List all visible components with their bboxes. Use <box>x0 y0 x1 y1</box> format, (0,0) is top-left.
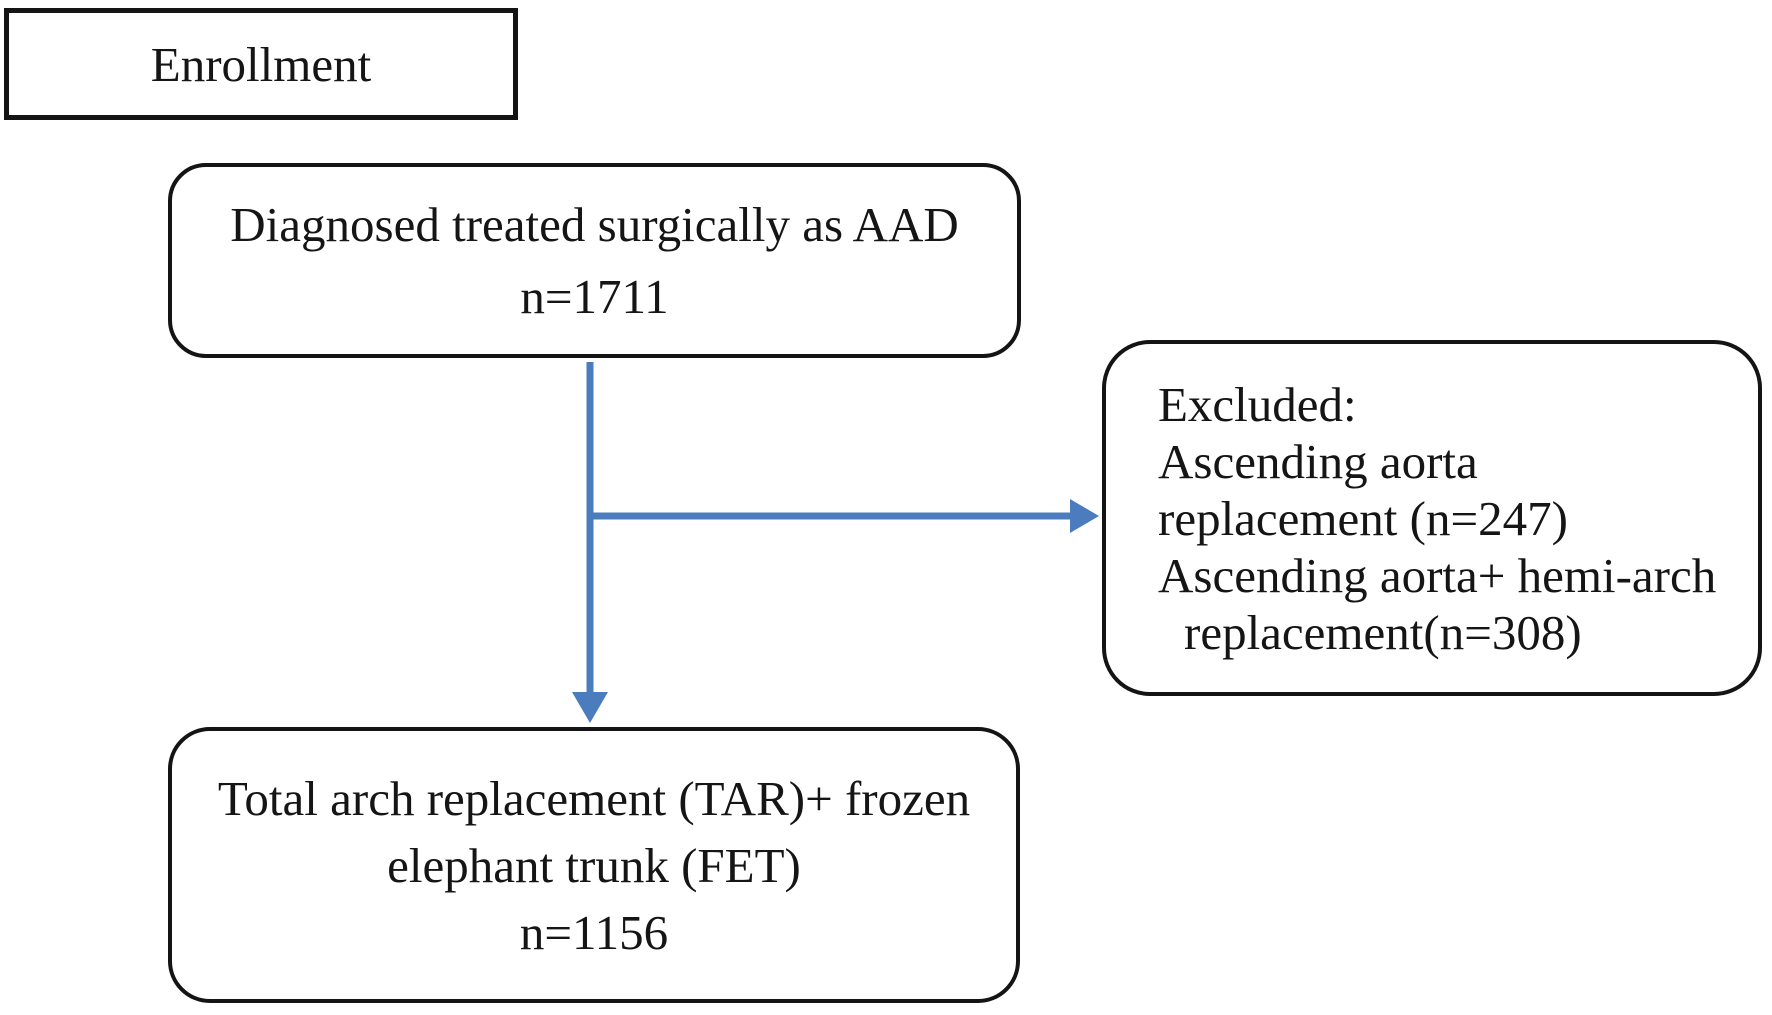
enrollment-box: Enrollment <box>4 8 518 120</box>
aad-box-count: n=1711 <box>520 268 669 324</box>
down-arrowhead-icon <box>572 692 608 723</box>
excluded-box-heading: Excluded: <box>1158 377 1357 432</box>
tar-fet-box-count: n=1156 <box>519 904 669 960</box>
aad-box: Diagnosed treated surgically as AAD n=17… <box>168 163 1021 358</box>
right-arrowhead-icon <box>1070 499 1099 533</box>
excluded-box-item1-line2: replacement (n=247) <box>1158 491 1568 546</box>
aad-box-description: Diagnosed treated surgically as AAD <box>230 196 959 252</box>
tar-fet-box: Total arch replacement (TAR)+ frozen ele… <box>168 727 1020 1003</box>
excluded-box-item1-line1: Ascending aorta <box>1158 434 1478 489</box>
enrollment-label: Enrollment <box>150 36 372 92</box>
excluded-box-item2-line1: Ascending aorta+ hemi-arch <box>1158 548 1717 603</box>
excluded-box-item2-line2: replacement(n=308) <box>1184 605 1582 660</box>
tar-fet-box-description-line2: elephant trunk (FET) <box>387 837 801 893</box>
excluded-box: Excluded: Ascending aorta replacement (n… <box>1102 340 1762 696</box>
tar-fet-box-description-line1: Total arch replacement (TAR)+ frozen <box>217 770 971 826</box>
